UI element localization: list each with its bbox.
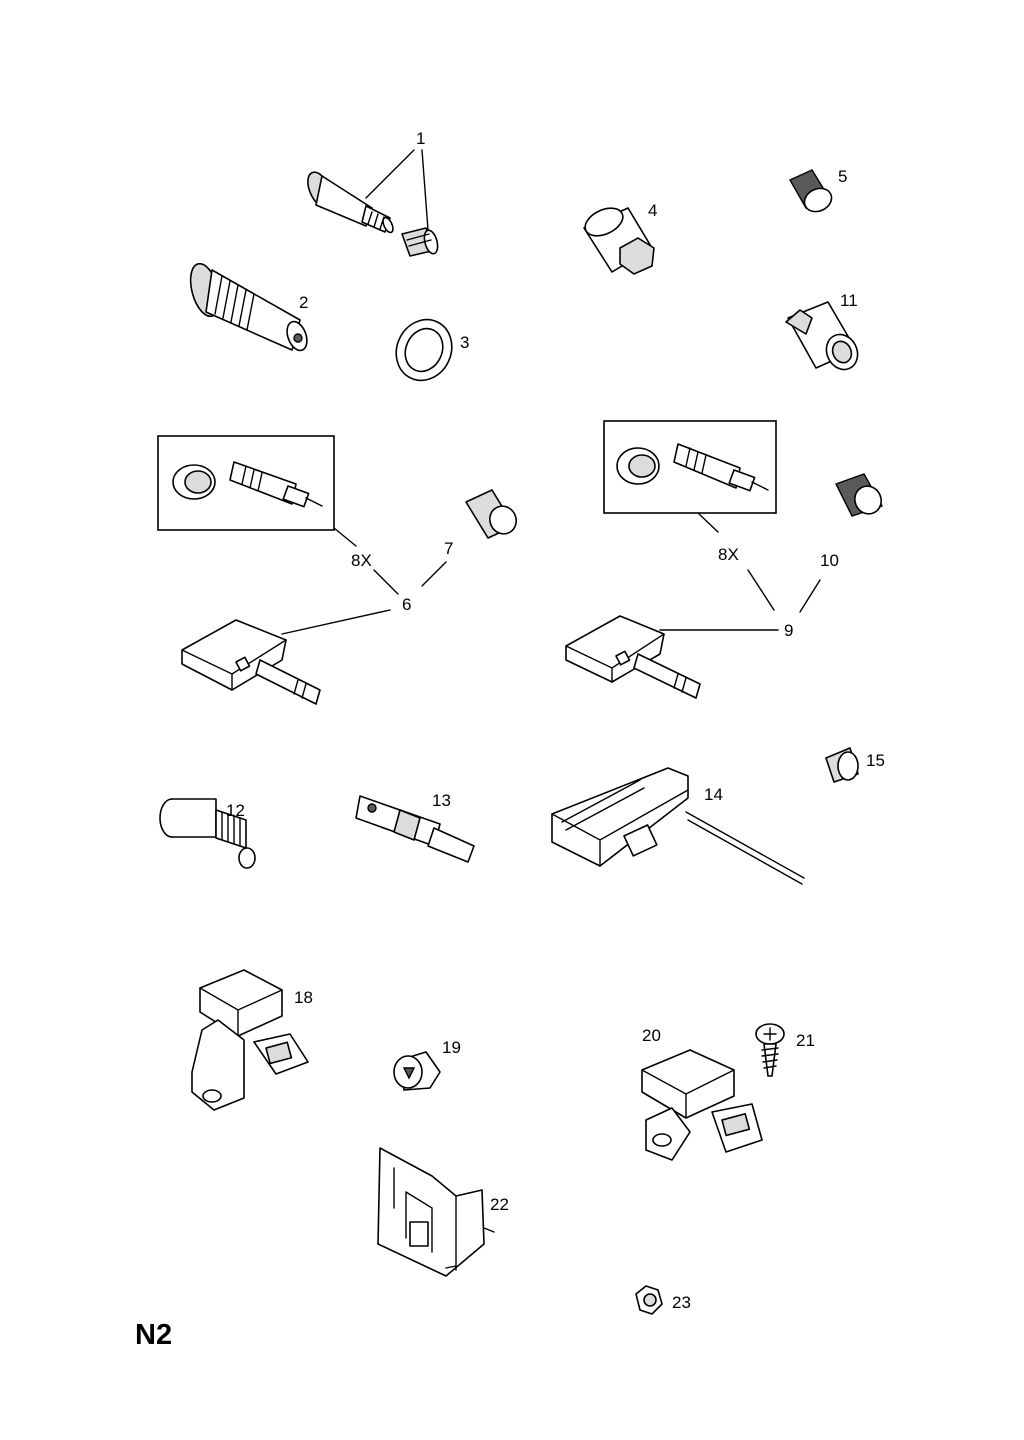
callout-9: 9 bbox=[784, 621, 793, 640]
callout-20: 20 bbox=[642, 1026, 661, 1045]
leader-8x-left bbox=[373, 569, 399, 595]
callout-11: 11 bbox=[840, 291, 858, 310]
callout-23: 23 bbox=[672, 1293, 691, 1312]
part-5-cap bbox=[789, 169, 833, 213]
leader-8x-left-box bbox=[333, 527, 357, 547]
part-15-bushing bbox=[825, 747, 859, 783]
callout-10: 10 bbox=[820, 551, 839, 570]
part-11-sleeve bbox=[785, 301, 859, 371]
part-2-threaded-valve bbox=[189, 262, 308, 352]
part-20-sensor bbox=[641, 1049, 763, 1161]
callout-2: 2 bbox=[299, 293, 308, 312]
callout-15: 15 bbox=[866, 751, 885, 770]
part-1-valve-stem bbox=[307, 171, 394, 234]
kit-right-ring bbox=[616, 447, 660, 485]
callout-5: 5 bbox=[838, 167, 847, 186]
part-6-tpms-sensor bbox=[181, 619, 321, 705]
part-19-push-clip bbox=[393, 1051, 441, 1091]
callout-6: 6 bbox=[402, 595, 411, 614]
kit-frame-left bbox=[157, 435, 335, 531]
callout-21: 21 bbox=[796, 1031, 815, 1050]
callout-18: 18 bbox=[294, 988, 313, 1007]
part-10-cap bbox=[835, 473, 884, 517]
callout-1: 1 bbox=[416, 129, 425, 148]
leader-8x-right bbox=[747, 569, 775, 611]
part-23-nut bbox=[635, 1285, 663, 1315]
part-3-seal-ring bbox=[395, 318, 453, 382]
part-14-control-module bbox=[551, 767, 805, 885]
callout-4: 4 bbox=[648, 201, 657, 220]
part-1-valve-cap bbox=[401, 227, 439, 257]
callout-8x-right: 8X bbox=[718, 545, 739, 564]
leader-10 bbox=[799, 579, 821, 613]
leader-1a bbox=[365, 149, 415, 199]
callout-22: 22 bbox=[490, 1195, 509, 1214]
kit-frame-right bbox=[603, 420, 777, 514]
callout-3: 3 bbox=[460, 333, 469, 352]
part-12-socket-tool bbox=[159, 798, 256, 869]
callout-19: 19 bbox=[442, 1038, 461, 1057]
callout-14: 14 bbox=[704, 785, 723, 804]
callout-13: 13 bbox=[432, 791, 451, 810]
leader-1b bbox=[421, 149, 429, 231]
callout-7: 7 bbox=[444, 539, 453, 558]
page-code: N2 bbox=[135, 1319, 172, 1351]
leader-6 bbox=[281, 609, 391, 635]
kit-left-ring bbox=[172, 464, 216, 500]
part-13-tool-pin bbox=[355, 795, 475, 863]
kit-left-valve-core bbox=[229, 461, 323, 508]
kit-right-valve-core bbox=[673, 443, 769, 492]
callout-12: 12 bbox=[226, 801, 245, 820]
leader-8x-right-box bbox=[697, 512, 719, 533]
part-22-bracket bbox=[377, 1147, 495, 1277]
callout-8x-left: 8X bbox=[351, 551, 372, 570]
part-4-socket bbox=[583, 207, 655, 275]
part-18-sensor bbox=[191, 969, 309, 1111]
part-9-tpms-sensor bbox=[565, 615, 701, 699]
leader-7 bbox=[421, 561, 447, 587]
part-7-cap bbox=[465, 489, 517, 539]
part-21-screw bbox=[755, 1023, 785, 1077]
